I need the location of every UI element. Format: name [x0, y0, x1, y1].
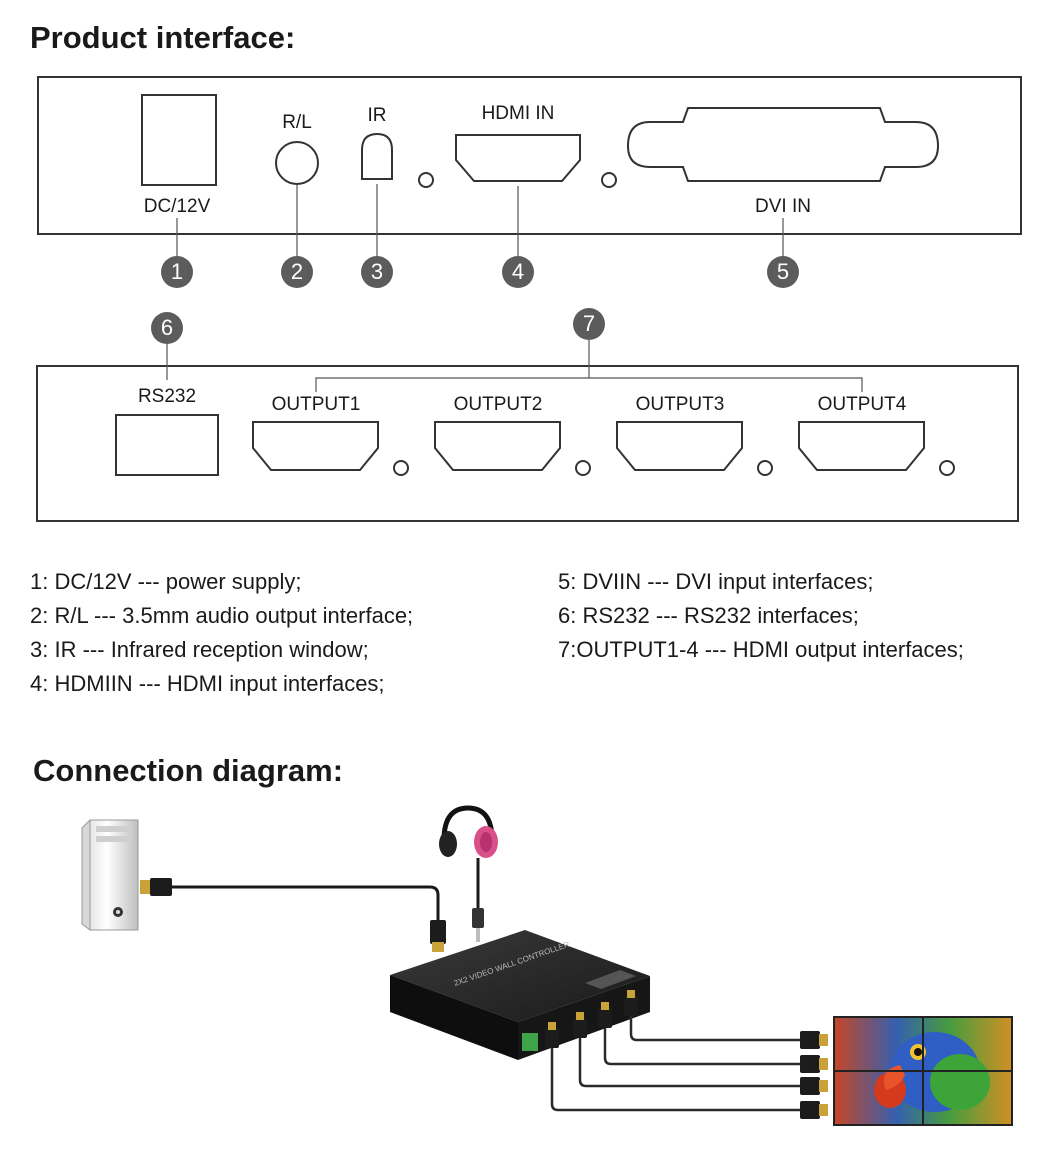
- legend-item-2: 2: R/L --- 3.5mm audio output interface;: [30, 603, 413, 629]
- audio-jack-icon: [472, 908, 484, 942]
- hdmi-input-cable: [172, 885, 440, 920]
- badge-7: 7: [573, 308, 605, 340]
- badge-4: 4: [502, 256, 534, 288]
- led-output4: [939, 460, 955, 476]
- panel-drawings: [36, 94, 1019, 522]
- badge-5: 5: [767, 256, 799, 288]
- legend-text: DVIIN --- DVI input interfaces;: [582, 569, 874, 594]
- legend-text: OUTPUT1-4 --- HDMI output interfaces;: [576, 637, 964, 662]
- label-output4: OUTPUT4: [817, 394, 907, 415]
- dc-power-port: [141, 94, 217, 186]
- output3-port: [616, 421, 743, 471]
- video-wall-controller-device: 2X2 VIDEO WALL CONTROLLER: [390, 930, 650, 1060]
- ir-window: [361, 132, 393, 180]
- label-rl: R/L: [282, 112, 312, 133]
- legend-num: 4:: [30, 671, 49, 696]
- bottom-panel: [36, 365, 1019, 522]
- legend-num: 1:: [30, 569, 49, 594]
- headphones-icon: [439, 805, 498, 858]
- led-hdmi-left: [418, 172, 434, 188]
- label-output2: OUTPUT2: [453, 394, 543, 415]
- output2-port: [434, 421, 561, 471]
- led-output1: [393, 460, 409, 476]
- hdmi-plug-icon: [140, 878, 172, 896]
- rs232-port: [115, 414, 219, 476]
- legend-num: 3:: [30, 637, 49, 662]
- badge-1: 1: [161, 256, 193, 288]
- legend-num: 2:: [30, 603, 49, 628]
- badge-6: 6: [151, 312, 183, 344]
- badge-2: 2: [281, 256, 313, 288]
- hdmi-plug-icon: [545, 990, 638, 1048]
- computer-tower-icon: [81, 819, 139, 931]
- legend-text: HDMIIN --- HDMI input interfaces;: [54, 671, 385, 696]
- rl-audio-jack: [275, 141, 319, 185]
- label-hdmi-in: HDMI IN: [481, 103, 555, 124]
- led-dvi-left: [601, 172, 617, 188]
- legend-item-1: 1: DC/12V --- power supply;: [30, 569, 301, 595]
- hdmi-plug-icon: [430, 920, 446, 952]
- output4-port: [798, 421, 925, 471]
- hdmi-output-cable-2: [603, 1028, 800, 1066]
- hdmi-output-cable-4: [550, 1048, 800, 1112]
- top-panel: [37, 76, 1022, 235]
- dvi-in-port: [626, 107, 940, 182]
- led-output2: [575, 460, 591, 476]
- legend-num: 6:: [558, 603, 577, 628]
- led-output3: [757, 460, 773, 476]
- label-output3: OUTPUT3: [635, 394, 725, 415]
- legend-item-4: 4: HDMIIN --- HDMI input interfaces;: [30, 671, 385, 697]
- legend-item-7: 7:OUTPUT1-4 --- HDMI output interfaces;: [558, 637, 964, 663]
- legend-text: RS232 --- RS232 interfaces;: [582, 603, 859, 628]
- hdmi-in-port: [455, 134, 581, 182]
- legend-item-5: 5: DVIIN --- DVI input interfaces;: [558, 569, 873, 595]
- label-ir: IR: [367, 105, 387, 126]
- product-interface-heading: Product interface:: [30, 20, 296, 55]
- connection-diagram: 2X2 VIDEO WALL CONTROLLER: [81, 805, 1013, 1126]
- legend-text: IR --- Infrared reception window;: [54, 637, 369, 662]
- hdmi-output-cable-3: [578, 1038, 800, 1088]
- legend-num: 7:: [558, 637, 577, 662]
- legend-text: R/L --- 3.5mm audio output interface;: [54, 603, 414, 628]
- legend-item-6: 6: RS232 --- RS232 interfaces;: [558, 603, 859, 629]
- video-wall-icon: [833, 1016, 1013, 1126]
- hdmi-output-cable-1: [629, 1016, 800, 1042]
- badge-3: 3: [361, 256, 393, 288]
- output1-port: [252, 421, 379, 471]
- connection-diagram-heading: Connection diagram:: [33, 753, 344, 788]
- legend-item-3: 3: IR --- Infrared reception window;: [30, 637, 369, 663]
- label-dvi-in: DVI IN: [755, 196, 811, 217]
- hdmi-plug-icon: [800, 1031, 828, 1119]
- label-rs232: RS232: [137, 386, 197, 407]
- label-dc: DC/12V: [143, 196, 211, 217]
- legend-num: 5:: [558, 569, 577, 594]
- label-output1: OUTPUT1: [271, 394, 361, 415]
- legend-text: DC/12V --- power supply;: [54, 569, 302, 594]
